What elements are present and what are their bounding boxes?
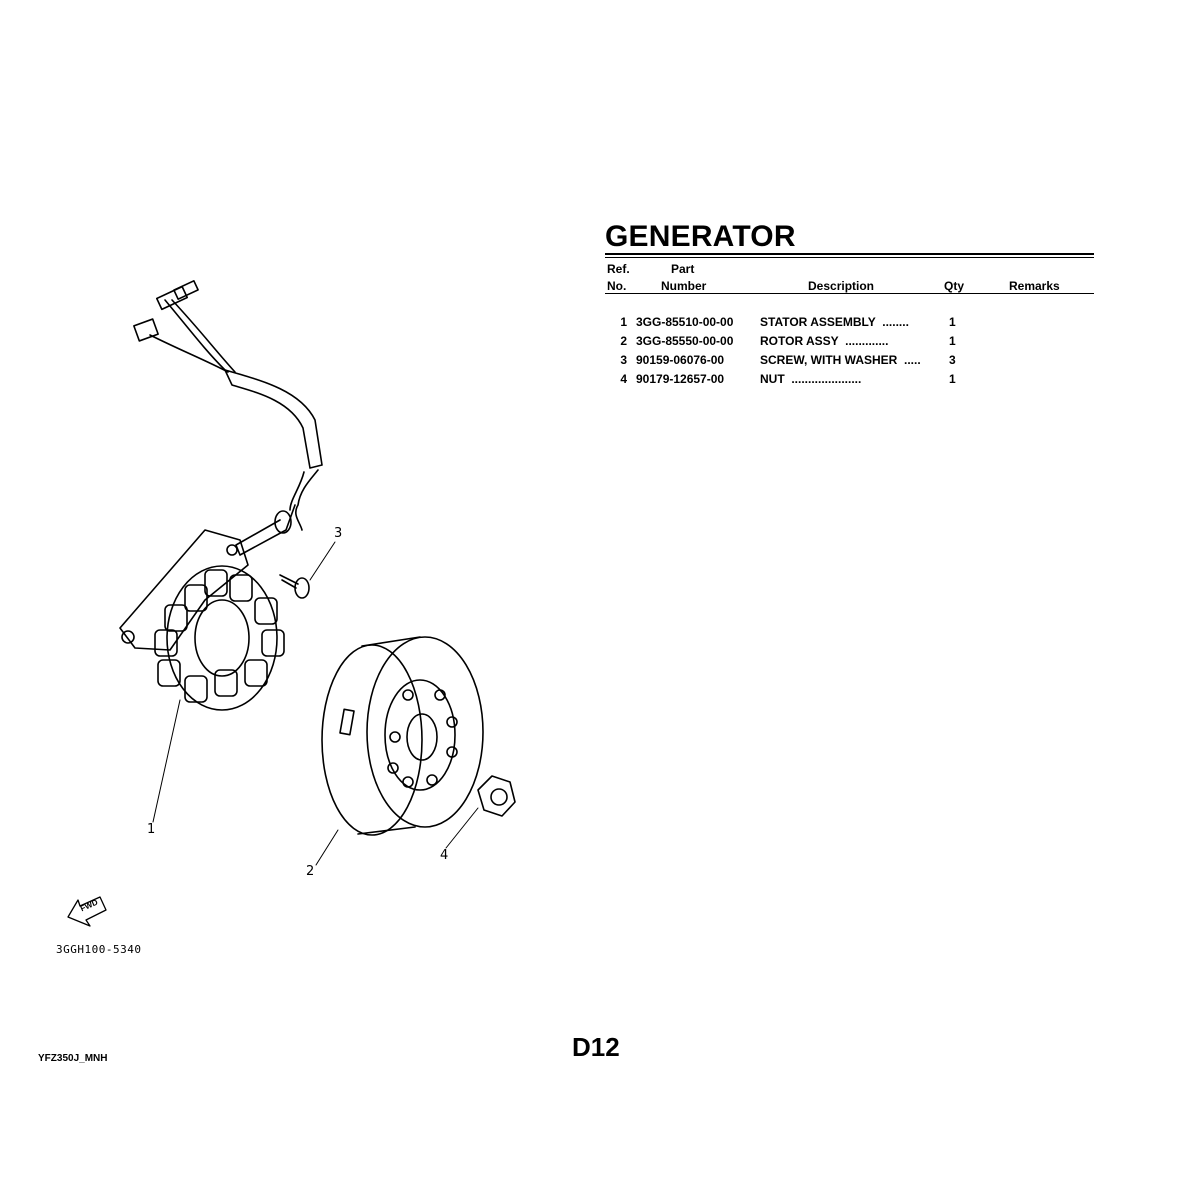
table-row: 2 3GG-85550-00-00 ROTOR ASSY ...........… (605, 334, 1094, 353)
callout-3: 3 (334, 526, 343, 541)
ref-no: 4 (620, 372, 627, 386)
connector-icon (133, 280, 199, 342)
page-title: GENERATOR (605, 220, 796, 253)
qty: 1 (949, 334, 956, 348)
part-number: 90159-06076-00 (636, 353, 725, 367)
qty: 1 (949, 372, 956, 386)
header-ref-2: No. (607, 279, 627, 293)
model-code: YFZ350J_MNH (38, 1053, 108, 1064)
page-number: D12 (572, 1032, 620, 1062)
description: ROTOR ASSY ............. (760, 334, 889, 348)
table-row: 3 90159-06076-00 SCREW, WITH WASHER ....… (605, 353, 1094, 372)
stator-assembly-icon (119, 529, 285, 711)
forward-arrow-icon (67, 896, 107, 927)
header-remarks: Remarks (1009, 279, 1060, 293)
table-row: 1 3GG-85510-00-00 STATOR ASSEMBLY ......… (605, 315, 1094, 334)
screw-icon (279, 574, 310, 599)
description: NUT ..................... (760, 372, 862, 386)
table-row: 4 90179-12657-00 NUT ...................… (605, 372, 1094, 391)
callout-2: 2 (306, 864, 315, 879)
description: STATOR ASSEMBLY ........ (760, 315, 909, 329)
illustration-code: 3GGH100-5340 (56, 943, 142, 956)
callout-1: 1 (147, 822, 156, 837)
header-rule (605, 293, 1094, 294)
header-description: Description (808, 279, 875, 293)
nut-icon (477, 775, 516, 817)
part-number: 90179-12657-00 (636, 372, 725, 386)
ref-no: 3 (620, 353, 627, 367)
description: SCREW, WITH WASHER ..... (760, 353, 921, 367)
header-part-1: Part (671, 262, 695, 276)
callout-4: 4 (440, 848, 449, 863)
header-part-2: Number (661, 279, 707, 293)
header-ref-1: Ref. (607, 262, 630, 276)
qty: 1 (949, 315, 956, 329)
exploded-parts-diagram (67, 280, 516, 927)
part-number: 3GG-85510-00-00 (636, 315, 734, 329)
part-number: 3GG-85550-00-00 (636, 334, 734, 348)
ref-no: 2 (620, 334, 627, 348)
header-qty: Qty (944, 279, 965, 293)
qty: 3 (949, 353, 956, 367)
rotor-icon (321, 636, 484, 836)
wire-harness (149, 299, 323, 556)
ref-no: 1 (620, 315, 627, 329)
title-double-rule (605, 253, 1094, 258)
